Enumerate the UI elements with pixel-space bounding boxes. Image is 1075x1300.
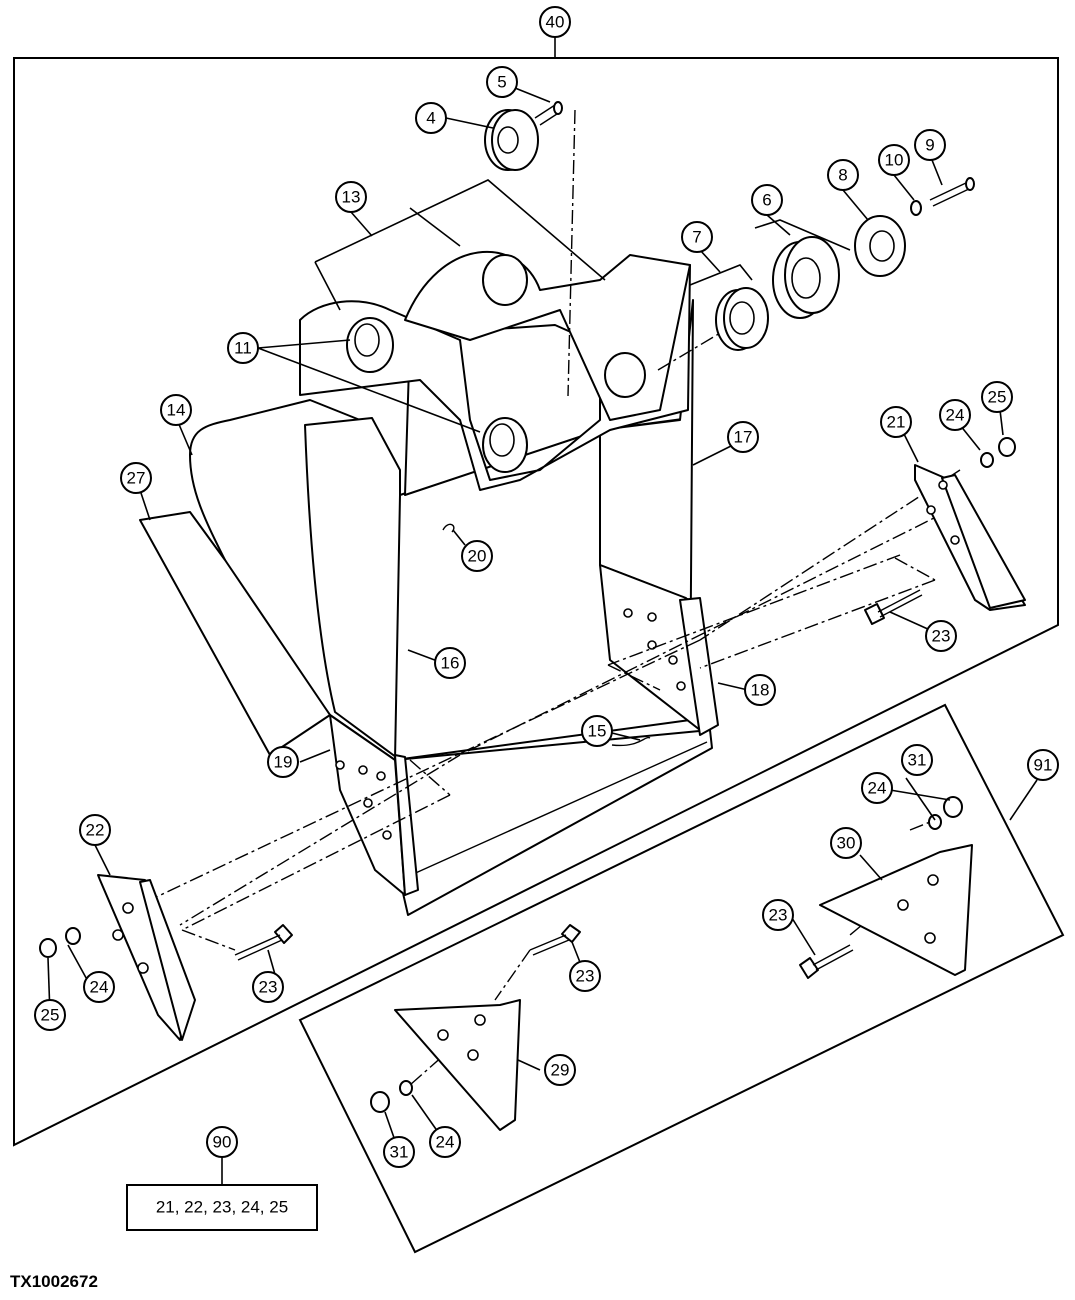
callout-balloon: 15: [581, 715, 613, 747]
callout-balloon: 6: [751, 184, 783, 216]
callout-number: 30: [837, 834, 856, 853]
callout-balloon: 18: [744, 674, 776, 706]
callout-number: 8: [838, 166, 847, 185]
callout-balloon: 24: [861, 772, 893, 804]
callout-number: 24: [946, 406, 965, 425]
callout-number: 15: [588, 722, 607, 741]
callout-balloon: 29: [544, 1054, 576, 1086]
callout-balloon: 4: [415, 102, 447, 134]
kit-contents-text: 21, 22, 23, 24, 25: [156, 1198, 288, 1217]
callout-number: 24: [436, 1133, 455, 1152]
callout-number: 18: [751, 681, 770, 700]
callout-number: 13: [342, 188, 361, 207]
callout-number: 16: [441, 654, 460, 673]
callout-balloon: 21: [880, 406, 912, 438]
callout-balloon: 24: [939, 399, 971, 431]
callout-number: 7: [692, 228, 701, 247]
callout-balloon: 25: [34, 999, 66, 1031]
callout-balloon: 7: [681, 221, 713, 253]
callout-number: 19: [274, 753, 293, 772]
callout-balloon: 19: [267, 746, 299, 778]
callout-number: 90: [213, 1133, 232, 1152]
callout-number: 91: [1034, 756, 1053, 775]
callout-number: 22: [86, 821, 105, 840]
callout-number: 25: [988, 388, 1007, 407]
assembly-frame: [13, 57, 1059, 1147]
callout-number: 20: [468, 547, 487, 566]
kit-plates: [370, 796, 973, 1131]
callout-balloon: 9: [914, 129, 946, 161]
callout-number: 23: [769, 906, 788, 925]
callout-balloon: 22: [79, 814, 111, 846]
bucket-body: [139, 250, 719, 916]
callout-number: 27: [127, 469, 146, 488]
callout-number: 17: [734, 428, 753, 447]
callout-number: 25: [41, 1006, 60, 1025]
callout-balloon: 40: [539, 6, 571, 38]
side-cutter-right: [914, 437, 1026, 611]
callout-number: 29: [551, 1061, 570, 1080]
callout-balloon: 90: [206, 1126, 238, 1158]
callout-number: 23: [576, 967, 595, 986]
callout-balloon: 8: [827, 159, 859, 191]
callout-number: 23: [932, 627, 951, 646]
callout-number: 21: [887, 413, 906, 432]
callout-number: 24: [90, 978, 109, 997]
callout-number: 10: [885, 151, 904, 170]
callout-balloon: 27: [120, 462, 152, 494]
callout-balloon: 91: [1027, 749, 1059, 781]
callout-number: 9: [925, 136, 934, 155]
callout-balloon: 10: [878, 144, 910, 176]
callout-balloon: 24: [83, 971, 115, 1003]
callout-number: 24: [868, 779, 887, 798]
callout-balloon: 23: [925, 620, 957, 652]
callout-balloon: 23: [762, 899, 794, 931]
callout-number: 40: [546, 13, 565, 32]
callout-balloon: 20: [461, 540, 493, 572]
callout-number: 11: [234, 339, 252, 358]
callout-number: 6: [762, 191, 771, 210]
callout-number: 4: [426, 109, 435, 128]
callout-number: 23: [259, 978, 278, 997]
callout-balloon: 23: [252, 971, 284, 1003]
side-cutter-left: [39, 874, 196, 1041]
callout-balloon: 23: [569, 960, 601, 992]
callout-balloon: 13: [335, 181, 367, 213]
callout-balloon: 31: [383, 1136, 415, 1168]
callout-number: 31: [390, 1143, 409, 1162]
kit-contents-box: [126, 1184, 318, 1231]
callout-balloon: 25: [981, 381, 1013, 413]
callout-balloon: 14: [160, 394, 192, 426]
callout-number: 5: [497, 73, 506, 92]
figure-id: TX1002672: [10, 1272, 98, 1291]
callout-balloon: 24: [429, 1126, 461, 1158]
hub-parts: [484, 101, 975, 351]
side-cutter-kit-frame: [298, 703, 1065, 1254]
callout-balloon: 17: [727, 421, 759, 453]
callout-balloon: 11: [227, 332, 259, 364]
callout-balloon: 30: [830, 827, 862, 859]
callout-balloon: 5: [486, 66, 518, 98]
callout-balloon: 16: [434, 647, 466, 679]
callout-number: 31: [908, 751, 927, 770]
callout-number: 14: [167, 401, 186, 420]
callout-balloon: 31: [901, 744, 933, 776]
